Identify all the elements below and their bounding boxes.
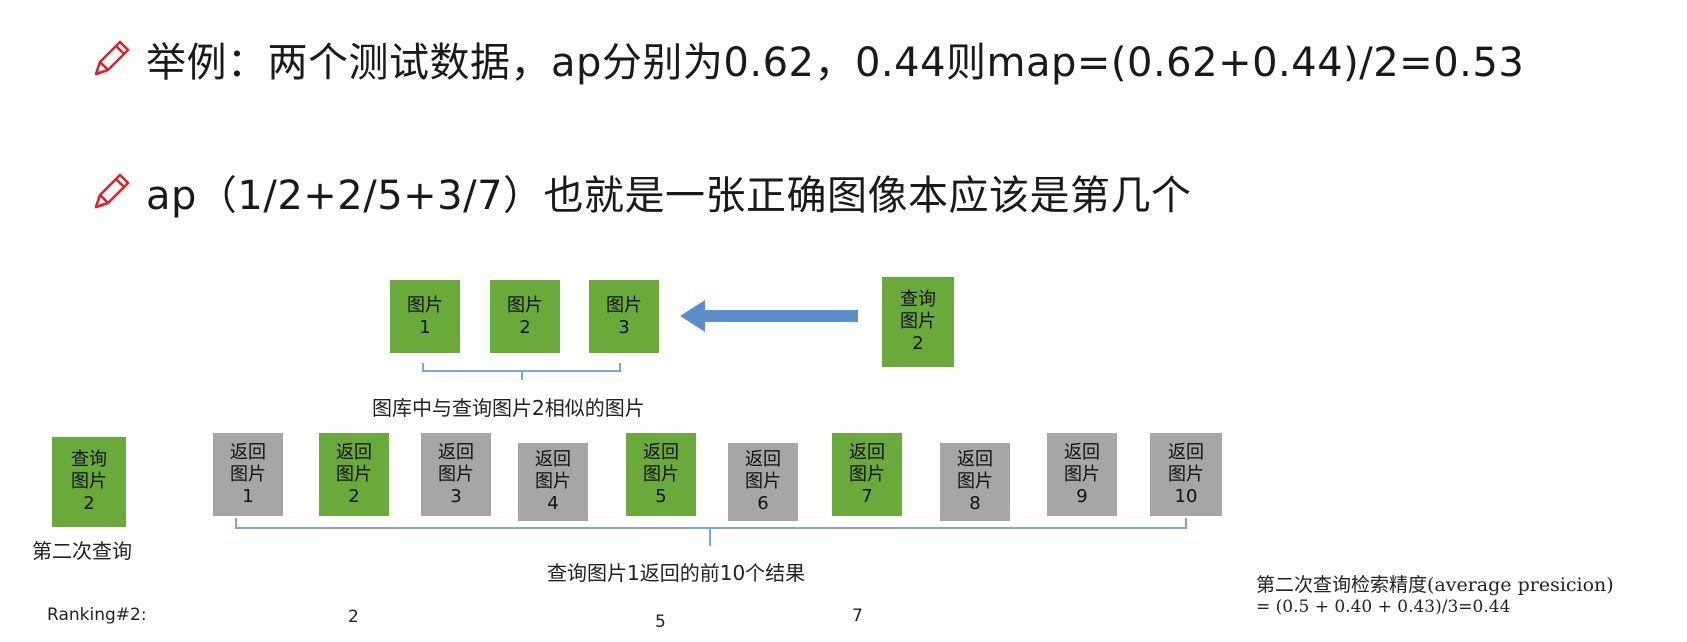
precision-line-1: 第二次查询检索精度(average presicion) (1256, 574, 1614, 596)
second-query-caption: 第二次查询 (32, 539, 132, 563)
pencil-icon (94, 40, 130, 76)
pencil-icon (94, 173, 130, 209)
bullet-text-2: ap（1/2+2/5+3/7）也就是一张正确图像本应该是第几个 (146, 173, 1192, 219)
ranking-value-1: 2 (348, 607, 359, 627)
bullet-text-1: 举例：两个测试数据，ap分别为0.62，0.44则map=(0.62+0.44)… (146, 40, 1525, 86)
left-arrow-icon (680, 300, 858, 332)
gallery-caption: 图库中与查询图片2相似的图片 (372, 396, 645, 420)
bullet-line-1: 举例：两个测试数据，ap分别为0.62，0.44则map=(0.62+0.44)… (88, 30, 1524, 88)
bullet-line-2: ap（1/2+2/5+3/7）也就是一张正确图像本应该是第几个 (88, 163, 1192, 221)
gallery-bracket (422, 363, 621, 380)
ranking-value-3: 7 (852, 606, 863, 626)
results-caption: 查询图片1返回的前10个结果 (547, 561, 806, 585)
ranking-label: Ranking#2: (47, 605, 147, 625)
precision-line-2: = (0.5 + 0.40 + 0.43)/3=0.44 (1256, 597, 1511, 617)
results-bracket (235, 518, 1187, 546)
ranking-value-2: 5 (655, 612, 666, 632)
